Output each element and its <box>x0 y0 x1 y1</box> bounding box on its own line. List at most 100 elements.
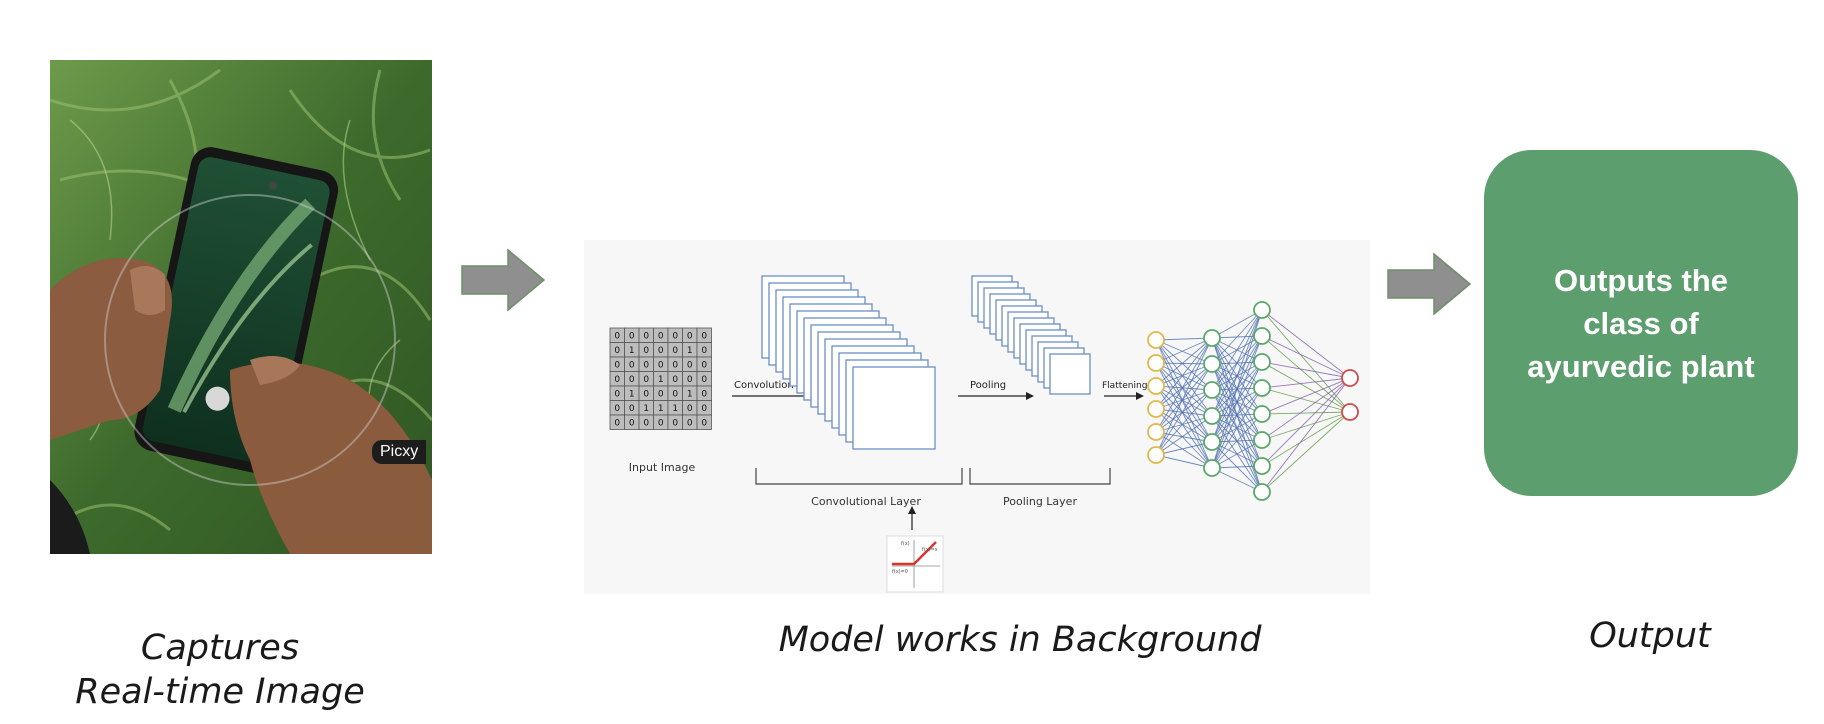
nn-edge <box>1155 339 1213 365</box>
nn-node <box>1203 407 1221 425</box>
matrix-cell-value: 0 <box>658 389 664 399</box>
nn-edge <box>1261 377 1351 389</box>
nn-edge <box>1211 335 1263 469</box>
matrix-cell-value: 0 <box>643 418 649 428</box>
nn-edge <box>1155 339 1213 469</box>
matrix-cell-value: 0 <box>701 331 707 341</box>
nn-edge <box>1155 337 1213 410</box>
nn-edge <box>1155 385 1213 469</box>
flattening-label: Flattening <box>1102 381 1147 391</box>
nn-node <box>1253 379 1271 397</box>
nn-node <box>1253 353 1271 371</box>
convolutional-layer-label: Convolutional Layer <box>811 495 921 508</box>
nn-edge <box>1261 335 1351 413</box>
matrix-cell-value: 0 <box>643 346 649 356</box>
matrix-cell-value: 0 <box>614 346 620 356</box>
matrix-cell-value: 0 <box>658 346 664 356</box>
nn-edge <box>1155 337 1213 456</box>
feature-map <box>852 366 936 450</box>
matrix-cell-value: 0 <box>643 389 649 399</box>
nn-node <box>1147 400 1165 418</box>
matrix-cell-value: 1 <box>658 404 664 414</box>
nn-edge <box>1155 337 1213 364</box>
nn-edge <box>1155 337 1213 433</box>
nn-edge <box>1155 415 1213 433</box>
matrix-cell-value: 0 <box>701 346 707 356</box>
nn-edge <box>1155 389 1213 433</box>
matrix-cell-value: 0 <box>672 360 678 370</box>
nn-edge <box>1155 363 1213 410</box>
capture-caption-line1: Captures <box>140 628 300 668</box>
arrow-right-icon <box>1387 252 1472 316</box>
nn-edge <box>1155 431 1213 469</box>
matrix-cell-value: 0 <box>687 404 693 414</box>
nn-edge <box>1261 411 1351 493</box>
matrix-cell-value: 0 <box>701 389 707 399</box>
nn-node <box>1253 431 1271 449</box>
nn-edge <box>1155 339 1213 391</box>
matrix-cell-value: 1 <box>687 346 693 356</box>
matrix-cell-value: 0 <box>687 360 693 370</box>
nn-edge <box>1155 408 1213 443</box>
fully-connected-edges <box>1155 309 1351 493</box>
nn-edge <box>1211 309 1263 443</box>
nn-edge <box>1261 411 1351 441</box>
nn-edge <box>1261 377 1351 441</box>
matrix-cell-value: 0 <box>701 375 707 385</box>
nn-node <box>1147 423 1165 441</box>
nn-node <box>1341 369 1359 387</box>
nn-node <box>1203 459 1221 477</box>
nn-edge <box>1155 337 1213 341</box>
convolution-feature-maps <box>761 275 936 450</box>
capture-caption-line2: Real-time Image <box>75 672 365 712</box>
svg-text:f(x): f(x) <box>901 541 910 547</box>
captured-plant-photo <box>50 60 432 554</box>
nn-edge <box>1155 362 1213 417</box>
arrow-right-icon <box>461 248 546 312</box>
matrix-cell-value: 0 <box>658 418 664 428</box>
nn-node <box>1341 403 1359 421</box>
nn-edge <box>1261 377 1351 467</box>
nn-edge <box>1261 309 1351 379</box>
matrix-cell-value: 0 <box>614 418 620 428</box>
nn-edge <box>1261 377 1351 493</box>
nn-edge <box>1261 361 1351 413</box>
matrix-cell-value: 0 <box>701 418 707 428</box>
nn-node <box>1147 331 1165 349</box>
nn-edge <box>1261 361 1351 379</box>
output-class-text: Outputs the class of ayurvedic plant <box>1527 262 1755 384</box>
matrix-cell-value: 0 <box>643 375 649 385</box>
output-caption: Output <box>1589 616 1711 656</box>
matrix-cell-value: 0 <box>672 389 678 399</box>
nn-edge <box>1211 467 1263 493</box>
matrix-cell-value: 0 <box>629 331 635 341</box>
nn-edge <box>1155 415 1213 456</box>
nn-node <box>1253 405 1271 423</box>
output-class-box: Outputs the class of ayurvedic plant <box>1484 150 1798 496</box>
matrix-cell-value: 0 <box>687 418 693 428</box>
matrix-cell-value: 0 <box>687 375 693 385</box>
nn-edge <box>1155 408 1213 417</box>
nn-node <box>1203 355 1221 373</box>
nn-edge <box>1155 362 1213 391</box>
matrix-cell-value: 0 <box>629 404 635 414</box>
nn-edge <box>1155 441 1213 456</box>
svg-text:f(x)=x: f(x)=x <box>922 547 938 553</box>
nn-edge <box>1261 411 1351 467</box>
nn-edge <box>1261 335 1351 379</box>
nn-edge <box>1261 377 1351 415</box>
matrix-cell-value: 0 <box>672 331 678 341</box>
nn-edge <box>1261 387 1351 413</box>
matrix-cell-value: 0 <box>672 418 678 428</box>
matrix-cell-value: 0 <box>614 404 620 414</box>
nn-edge <box>1211 387 1263 469</box>
matrix-cell-value: 0 <box>629 375 635 385</box>
matrix-cell-value: 1 <box>687 389 693 399</box>
nn-edge <box>1155 362 1213 443</box>
matrix-cell-value: 0 <box>643 360 649 370</box>
matrix-cell <box>696 414 712 430</box>
nn-edge <box>1155 408 1213 469</box>
matrix-cell-value: 0 <box>658 331 664 341</box>
pooled-map <box>1049 353 1091 395</box>
